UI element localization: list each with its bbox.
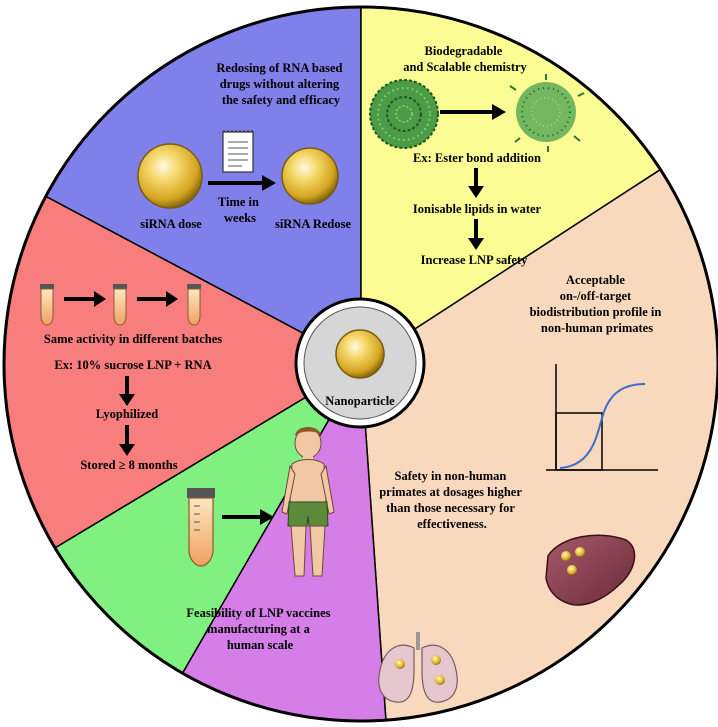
biodistribution-title: Acceptable on-/off-target biodistributio… xyxy=(530,273,665,335)
tube-icon-2 xyxy=(113,284,127,326)
nanoparticle-icon-redose xyxy=(281,147,339,205)
segment-biodegradable: Biodegradable and Scalable chemistry Ex:… xyxy=(369,44,585,267)
segment-biodistribution: Acceptable on-/off-target biodistributio… xyxy=(530,273,665,471)
manufacturing-title: Feasibility of LNP vaccines manufacturin… xyxy=(186,606,333,652)
sigmoid-graph-icon xyxy=(546,364,658,471)
arrow-icon xyxy=(440,104,506,120)
lipid-mesh-icon-intact xyxy=(369,79,439,149)
lipid-mesh-icon-degraded xyxy=(509,74,585,152)
tube-icon-3 xyxy=(187,284,201,326)
tube-icon-large xyxy=(187,488,215,567)
nanoparticle-icon-center xyxy=(335,329,385,379)
arrow-icon xyxy=(222,509,274,525)
child-figure-icon xyxy=(281,427,335,577)
safety-title: Safety in non-human primates at dosages … xyxy=(379,469,525,531)
redosing-title: Redosing of RNA based drugs without alte… xyxy=(216,61,345,107)
liver-icon xyxy=(545,534,636,606)
nanoparticle-icon-dose xyxy=(137,143,203,209)
arrow-icon xyxy=(208,175,276,191)
segment-manufacturing: Feasibility of LNP vaccines manufacturin… xyxy=(186,427,335,652)
siRNA-redose-label: siRNA Redose xyxy=(275,217,351,231)
biodegradable-title: Biodegradable and Scalable chemistry xyxy=(403,44,527,74)
arrow-icon xyxy=(119,425,135,456)
center-hub: Nanoparticle xyxy=(294,297,426,429)
siRNA-dose-label: siRNA dose xyxy=(140,217,202,231)
ionisable-lipids-label: Ionisable lipids in water xyxy=(413,202,542,216)
lyophilized-label: Lyophilized xyxy=(96,407,159,421)
arrow-icon xyxy=(468,219,484,250)
segment-stability: Same activity in different batches Ex: 1… xyxy=(40,284,222,472)
tube-icon-1 xyxy=(40,284,54,326)
arrow-icon xyxy=(468,168,484,198)
ester-bond-label: Ex: Ester bond addition xyxy=(413,151,541,165)
sucrose-example-label: Ex: 10% sucrose LNP + RNA xyxy=(54,358,211,372)
document-icon xyxy=(222,130,254,173)
arrow-icon xyxy=(137,291,178,307)
same-activity-label: Same activity in different batches xyxy=(44,332,222,346)
segment-safety: Safety in non-human primates at dosages … xyxy=(378,469,636,703)
lungs-icon xyxy=(378,632,458,703)
nanoparticle-label: Nanoparticle xyxy=(325,394,395,408)
segment-redosing: Redosing of RNA based drugs without alte… xyxy=(137,61,351,231)
arrow-icon xyxy=(64,291,106,307)
wheel-outer-ring xyxy=(2,5,718,723)
stored-months-label: Stored ≥ 8 months xyxy=(80,458,177,472)
time-in-weeks-label: Time in weeks xyxy=(218,195,262,225)
increase-lnp-safety-label: Increase LNP safety xyxy=(421,253,528,267)
arrow-icon xyxy=(119,376,135,406)
